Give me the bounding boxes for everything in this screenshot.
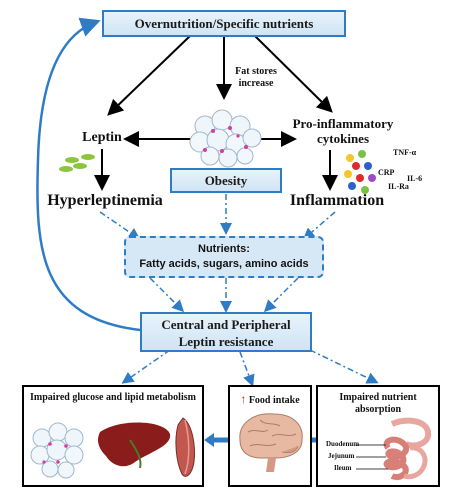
nutrients-title: Nutrients: [198, 243, 250, 255]
arrow-to-cytokines [254, 35, 333, 113]
fat-stores-label: Fat stores increase [235, 66, 277, 89]
feedback-loop-arrow [36, 17, 141, 332]
arrow-to-leptin [107, 35, 191, 116]
nutrients-body: Fatty acids, sugars, amino acids [139, 258, 309, 270]
resistance-line1: Central and Peripheral [161, 317, 291, 332]
duodenum-label: Duodenum [326, 440, 360, 448]
food-intake-label: Food intake [248, 395, 300, 406]
leptin-resistance-box: Central and Peripheral Leptin resistance [140, 312, 312, 352]
overnutrition-label: Overnutrition/Specific nutrients [134, 16, 314, 31]
ileum-label: Ileum [334, 464, 352, 472]
obesity-box: Obesity [170, 168, 282, 193]
ilra-label: IL-Ra [388, 182, 409, 191]
leptin-label: Leptin [82, 130, 122, 145]
overnutrition-box: Overnutrition/Specific nutrients [102, 10, 346, 37]
jejunum-label: Jejunum [328, 452, 355, 460]
tnf-label: TNF-α [393, 148, 417, 157]
crp-label: CRP [378, 168, 395, 177]
proinflammatory-label: Pro-inflammatory cytokines [292, 116, 394, 146]
il6-label: IL-6 [407, 174, 423, 183]
hyperleptinemia-label: Hyperleptinemia [47, 192, 163, 209]
muscle-icon [175, 417, 195, 477]
up-arrow-icon: ↑ [240, 392, 247, 406]
nutrients-box: Nutrients: Fatty acids, sugars, amino ac… [124, 236, 324, 278]
resistance-line2: Leptin resistance [178, 334, 274, 349]
absorption-label: Impaired nutrient absorption [339, 392, 417, 415]
glucose-lipid-label: Impaired glucose and lipid metabolism [30, 392, 196, 403]
liver-icon [98, 422, 171, 467]
inflammation-label: Inflammation [289, 192, 385, 209]
adipose-icon [30, 422, 84, 479]
obesity-label: Obesity [204, 173, 248, 188]
